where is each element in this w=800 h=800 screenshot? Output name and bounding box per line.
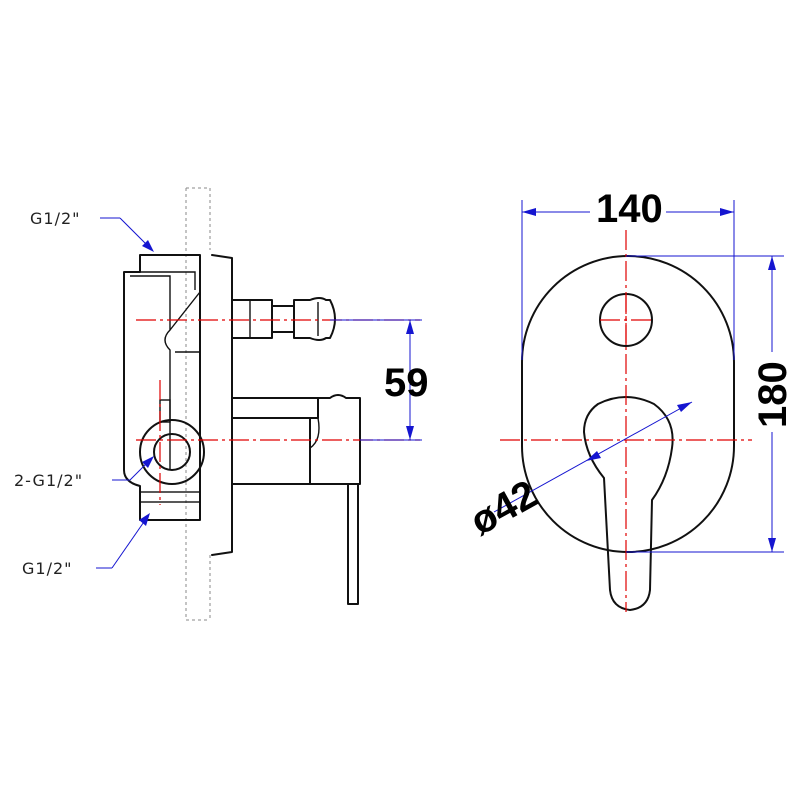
side-view: 59 G1/2" 2-G1/2" G1/2" <box>14 187 429 621</box>
dim-180-arrow-top <box>768 256 776 270</box>
dim-140-label: 140 <box>596 187 663 231</box>
front-cover-plate <box>521 255 735 553</box>
dim-180-arrow-bottom <box>768 538 776 552</box>
dim-59-arrow-bottom <box>406 426 414 440</box>
leader-top-arrow <box>142 240 154 252</box>
outlet-inner-circle <box>153 433 191 471</box>
valve-body-inner <box>130 275 171 470</box>
handle-body <box>231 417 311 485</box>
diverter-housing <box>231 299 273 339</box>
leader-bottom-arrow <box>139 513 150 526</box>
callout-bottom-inlet: G1/2" <box>22 513 150 578</box>
diverter-stem <box>271 305 295 333</box>
leader-side-arrow <box>142 456 154 468</box>
front-handle <box>583 396 674 611</box>
handle-lever-head <box>309 394 361 485</box>
dim-42-arrow-bottom <box>586 451 601 461</box>
valve-body <box>123 254 201 521</box>
side-outlet <box>139 399 205 485</box>
dim-59-arrow-top <box>406 320 414 334</box>
cover-plate <box>211 254 233 556</box>
callout-side-label: 2-G1/2" <box>14 471 83 490</box>
diverter-cap <box>293 297 336 341</box>
valve-body-outline <box>123 254 201 521</box>
handle-lever-curve <box>309 417 320 449</box>
dim-59-label: 59 <box>384 361 429 405</box>
handle-lever-arm <box>347 483 359 605</box>
front-view: 140 180 ø42 <box>463 187 795 612</box>
dim-42-arrow-top <box>677 402 692 412</box>
callout-top-inlet: G1/2" <box>30 209 154 252</box>
dim-180-label: 180 <box>751 361 795 428</box>
outlet-stem <box>159 399 171 423</box>
valve-body-diagonal <box>169 291 201 331</box>
diverter-knob <box>231 297 336 341</box>
leader-bottom-diagonal <box>111 515 149 569</box>
dim-140-arrow-right <box>720 208 734 216</box>
callout-bottom-label: G1/2" <box>22 559 73 578</box>
dim-140-arrow-left <box>522 208 536 216</box>
handle-collar <box>231 397 319 419</box>
mixer-handle <box>231 394 361 605</box>
valve-body-bottom-flange <box>139 491 201 503</box>
outlet-outer-circle <box>139 419 205 485</box>
valve-body-top-step <box>140 271 196 290</box>
callout-side-outlet: 2-G1/2" <box>14 456 154 490</box>
callout-top-label: G1/2" <box>30 209 81 228</box>
dim-42-label: ø42 <box>463 472 545 544</box>
